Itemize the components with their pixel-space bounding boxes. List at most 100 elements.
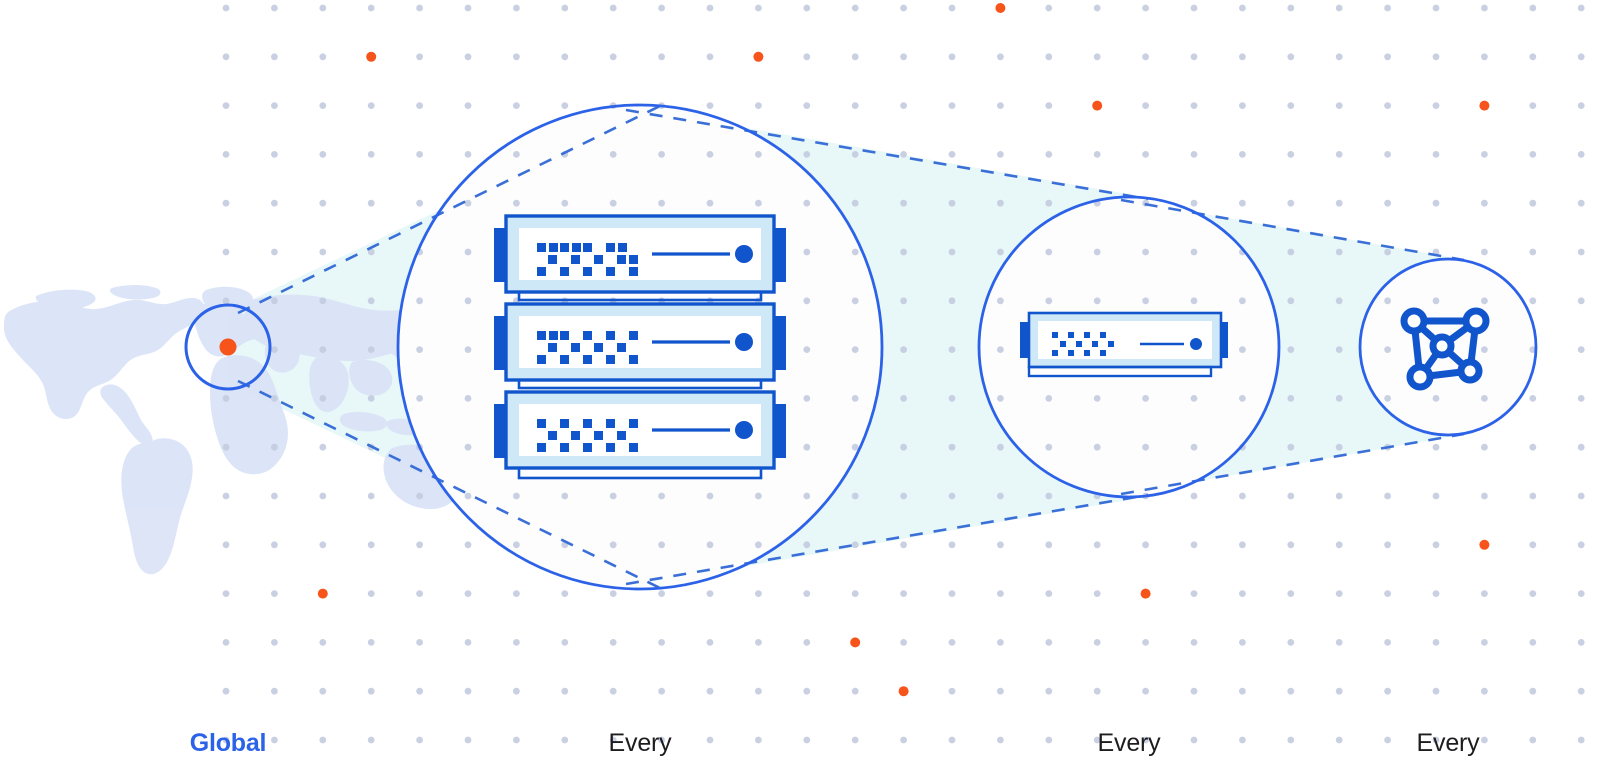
grid-dot	[464, 53, 472, 61]
grid-dot	[1432, 736, 1440, 744]
grid-dot	[1335, 395, 1343, 402]
grid-dot	[658, 151, 665, 158]
grid-dot	[367, 395, 375, 402]
grid-dot	[1190, 492, 1198, 500]
grid-dot	[948, 395, 956, 402]
grid-dot	[706, 102, 714, 109]
grid-dot	[1335, 687, 1343, 695]
rack-leds-2	[537, 331, 638, 364]
grid-dot	[803, 395, 811, 402]
grid-dot	[851, 395, 859, 402]
grid-dot	[1142, 248, 1149, 256]
grid-dot	[1529, 736, 1537, 744]
label-global-network-line1: Global	[189, 729, 267, 757]
grid-dot	[755, 736, 762, 744]
grid-dot	[1045, 687, 1053, 695]
grid-dot	[1142, 639, 1149, 646]
rack-status-dot-3	[735, 421, 753, 439]
grid-dot	[851, 443, 859, 451]
grid-dot	[1190, 248, 1198, 256]
grid-dot	[706, 492, 714, 500]
grid-dot	[1529, 492, 1537, 500]
grid-dot	[271, 541, 278, 549]
grid-dot	[1432, 297, 1440, 305]
grid-dot	[706, 590, 714, 597]
grid-dot	[1577, 395, 1585, 402]
label-server-line1: Every	[1097, 729, 1161, 757]
grid-dot	[1239, 541, 1246, 549]
grid-dot	[464, 102, 472, 109]
server-status-dot	[1190, 338, 1202, 350]
grid-dot	[851, 736, 859, 744]
grid-dot	[997, 102, 1004, 109]
circle-service	[1358, 257, 1538, 437]
grid-dot	[464, 687, 472, 695]
grid-dot	[948, 639, 956, 646]
grid-dot	[1239, 736, 1246, 744]
grid-dot	[222, 736, 230, 744]
grid-dot	[319, 736, 327, 744]
grid-dot	[803, 541, 811, 549]
grid-dot	[1287, 639, 1295, 646]
label-service: Every service	[1328, 668, 1568, 782]
grid-dot	[464, 151, 472, 158]
globe-magnifier	[184, 303, 272, 391]
stage-circles	[396, 103, 1538, 591]
grid-dot	[367, 248, 375, 256]
grid-dot	[1529, 590, 1537, 597]
grid-dot	[1093, 736, 1101, 744]
grid-dot	[416, 151, 423, 158]
grid-dot	[1239, 639, 1246, 646]
grid-dot	[1481, 53, 1488, 61]
grid-dot	[803, 4, 811, 12]
grid-dot	[1481, 687, 1488, 695]
grid-dot	[948, 199, 956, 207]
grid-dot	[1384, 199, 1391, 207]
grid-dot	[464, 297, 472, 305]
grid-dot	[755, 4, 762, 12]
grid-dot	[1093, 590, 1101, 597]
grid-dot	[367, 736, 375, 744]
grid-dot	[1239, 53, 1246, 61]
grid-dot	[1287, 590, 1295, 597]
grid-dot	[1577, 541, 1585, 549]
grid-dot	[1335, 297, 1343, 305]
grid-dot	[900, 199, 907, 207]
grid-dot	[1287, 4, 1295, 12]
grid-dot	[900, 4, 907, 12]
grid-dot	[851, 687, 859, 695]
grid-dot	[1045, 492, 1053, 500]
grid-dot	[367, 151, 375, 158]
grid-dot	[319, 151, 327, 158]
grid-dot	[1529, 199, 1537, 207]
rack-unit-3	[494, 390, 786, 470]
grid-dot	[319, 687, 327, 695]
grid-dot	[706, 639, 714, 646]
grid-dot	[706, 199, 714, 207]
grid-dot	[1239, 687, 1246, 695]
grid-dot	[1335, 346, 1343, 353]
grid-dot	[1287, 199, 1295, 207]
grid-dot	[1432, 443, 1440, 451]
grid-dot	[1093, 4, 1101, 12]
label-data-center: Every data center	[490, 668, 790, 782]
connector-datacenter-to-server-top	[625, 108, 1149, 201]
grid-dot	[1045, 151, 1053, 158]
grid-dot	[1190, 199, 1198, 207]
grid-dot	[416, 4, 423, 12]
grid-dot	[222, 102, 230, 109]
grid-dot	[513, 492, 520, 500]
grid-dot	[1045, 248, 1053, 256]
grid-dot	[1432, 639, 1440, 646]
grid-dot	[416, 590, 423, 597]
grid-dot	[1287, 248, 1295, 256]
grid-dot	[755, 199, 762, 207]
grid-dot	[1239, 102, 1246, 109]
grid-dot	[464, 248, 472, 256]
grid-dot	[271, 395, 278, 402]
grid-dot	[1529, 687, 1537, 695]
grid-dot	[1432, 199, 1440, 207]
grid-dot	[1239, 346, 1246, 353]
location-marker-dot	[219, 338, 237, 356]
grid-dot	[948, 443, 956, 451]
